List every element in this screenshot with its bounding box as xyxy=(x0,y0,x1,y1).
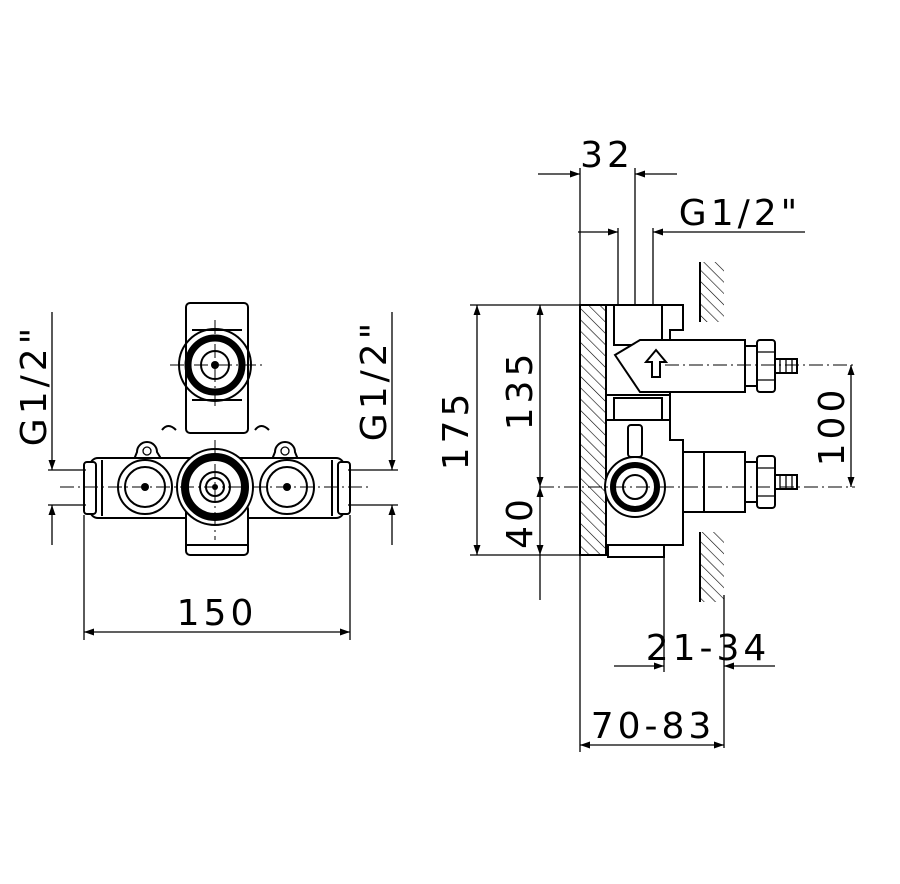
dim-label-left-thread: G1/2" xyxy=(14,324,55,446)
dim-label-height-lower: 40 xyxy=(500,495,541,549)
side-view: 32 G1/2" 175 135 40 100 21-34 70-83 xyxy=(436,135,855,752)
upper-cartridge xyxy=(613,339,746,393)
lower-cartridge xyxy=(682,451,746,513)
dim-label-right-thread: G1/2" xyxy=(354,319,395,441)
dim-label-depth-long: 70-83 xyxy=(591,706,716,747)
mount-lug-left xyxy=(131,441,165,463)
dim-label-height-total: 175 xyxy=(436,390,477,471)
wall-hatch-top xyxy=(700,262,724,322)
dim-label-top-depth: 32 xyxy=(580,135,634,176)
wall-hatch-bottom xyxy=(700,532,724,602)
mount-lug-right xyxy=(269,441,301,463)
flow-arrow-icon xyxy=(643,348,669,378)
dim-label-top-thread: G1/2" xyxy=(679,193,801,234)
inlet-right xyxy=(337,461,351,515)
dim-label-height-upper: 135 xyxy=(500,350,541,431)
top-nut xyxy=(613,304,663,346)
dim-label-depth-short: 21-34 xyxy=(646,628,771,669)
dim-label-width: 150 xyxy=(177,593,258,634)
inlet-left xyxy=(83,461,97,515)
dim-label-outlet-spacing: 100 xyxy=(812,386,853,467)
front-view: 150 G1/2" G1/2" xyxy=(14,302,398,640)
wall-plate xyxy=(579,304,607,556)
